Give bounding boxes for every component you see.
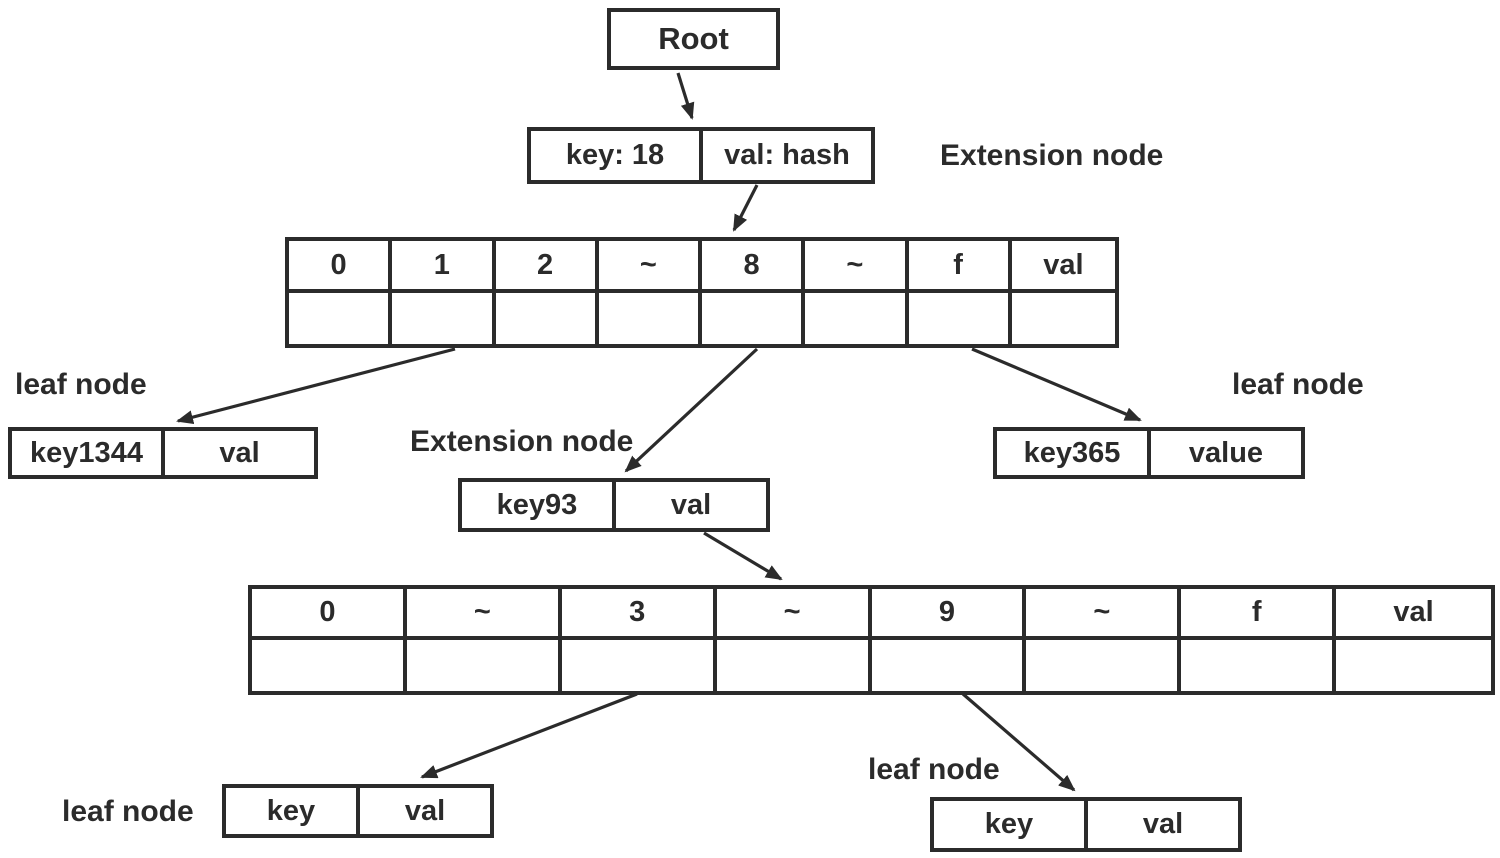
branch1-header-cell: ~ bbox=[598, 241, 702, 293]
branch1-empty-cell bbox=[289, 293, 393, 344]
branch-node-2: 0 ~ 3 ~ 9 ~ f val bbox=[248, 585, 1495, 695]
branch1-header-cell: 8 bbox=[702, 241, 806, 293]
branch2-header-cell: 3 bbox=[561, 589, 717, 640]
branch2-header-cell: 9 bbox=[871, 589, 1027, 640]
extension-node-1-key-cell: key: 18 bbox=[531, 131, 703, 180]
extension-node-2-box: key93 val bbox=[458, 478, 770, 532]
leaf-bottom-right-key-cell: key bbox=[934, 801, 1088, 848]
leaf-right-annotation: leaf node bbox=[1232, 368, 1364, 401]
branch2-empty-cell bbox=[1181, 640, 1337, 691]
branch2-empty-cell bbox=[562, 640, 717, 691]
leaf-bottom-right-annotation: leaf node bbox=[868, 753, 1000, 786]
branch2-empty-cell bbox=[1336, 640, 1491, 691]
branch2-empty-cell bbox=[407, 640, 562, 691]
leaf-right-box: key365 value bbox=[993, 427, 1305, 479]
leaf-bottom-right-box: key val bbox=[930, 797, 1242, 852]
arrow-branch1-to-leaf-left bbox=[176, 347, 456, 425]
leaf-bottom-left-box: key val bbox=[222, 784, 494, 838]
branch1-empty-cell bbox=[496, 293, 599, 344]
extension-node-1-val-cell: val: hash bbox=[724, 139, 850, 171]
branch1-empty-cell bbox=[909, 293, 1012, 344]
leaf-left-key-cell: key1344 bbox=[12, 431, 165, 475]
branch1-header-cell: val bbox=[1011, 241, 1115, 293]
arrow-root-to-extension1 bbox=[676, 72, 695, 120]
branch1-header-cell: 1 bbox=[392, 241, 496, 293]
leaf-right-key-cell: key365 bbox=[997, 431, 1151, 475]
branch1-empty-cell bbox=[702, 293, 806, 344]
branch1-header-cell: 2 bbox=[495, 241, 599, 293]
branch1-empty-cell bbox=[599, 293, 702, 344]
branch2-empty-cell bbox=[872, 640, 1027, 691]
branch2-header-cell: val bbox=[1336, 589, 1491, 640]
root-node-label: Root bbox=[658, 21, 729, 56]
branch2-header-cell: ~ bbox=[1026, 589, 1182, 640]
branch1-empty-cell bbox=[1012, 293, 1115, 344]
branch2-empty-cell bbox=[252, 640, 407, 691]
arrow-branch1-to-leaf-right bbox=[971, 347, 1142, 422]
leaf-bottom-left-annotation: leaf node bbox=[62, 795, 194, 828]
extension-node-1-annotation: Extension node bbox=[940, 139, 1164, 172]
branch2-empty-cell bbox=[717, 640, 872, 691]
leaf-bottom-left-key-cell: key bbox=[226, 788, 360, 834]
branch1-header-cell: f bbox=[908, 241, 1012, 293]
leaf-left-annotation: leaf node bbox=[15, 368, 147, 401]
leaf-bottom-right-val-cell: val bbox=[1142, 808, 1184, 840]
branch1-header-cell: ~ bbox=[805, 241, 909, 293]
leaf-left-val-cell: val bbox=[219, 436, 260, 469]
leaf-right-val-cell: value bbox=[1188, 436, 1264, 469]
leaf-left-box: key1344 val bbox=[8, 427, 318, 479]
bran2-header-cell: ~ bbox=[716, 589, 872, 640]
branch1-empty-cell bbox=[805, 293, 909, 344]
branch2-header-cell: ~ bbox=[406, 589, 562, 640]
extension-node-2-annotation: Extension node bbox=[410, 425, 634, 458]
branch1-empty-cell bbox=[392, 293, 496, 344]
extension-node-2-key-cell: key93 bbox=[462, 482, 616, 528]
arrow-extension1-to-branch1 bbox=[732, 184, 759, 232]
arrow-branch2-to-leaf-bottom-left bbox=[420, 692, 638, 779]
branch1-header-cell: 0 bbox=[289, 241, 393, 293]
branch2-header-cell: f bbox=[1181, 589, 1337, 640]
branch2-empty-cell bbox=[1026, 640, 1182, 691]
branch-node-1: 0 1 2 ~ 8 ~ f val bbox=[285, 237, 1119, 348]
extension-node-2-val-cell: val bbox=[670, 488, 712, 521]
arrow-branch1-to-extension2 bbox=[624, 347, 759, 473]
root-node-box: Root bbox=[607, 8, 780, 70]
branch2-header-cell: 0 bbox=[252, 589, 407, 640]
leaf-bottom-left-val-cell: val bbox=[404, 794, 446, 827]
arrow-extension2-to-branch2 bbox=[703, 531, 783, 581]
extension-node-1-box: key: 18 val: hash bbox=[527, 127, 875, 184]
